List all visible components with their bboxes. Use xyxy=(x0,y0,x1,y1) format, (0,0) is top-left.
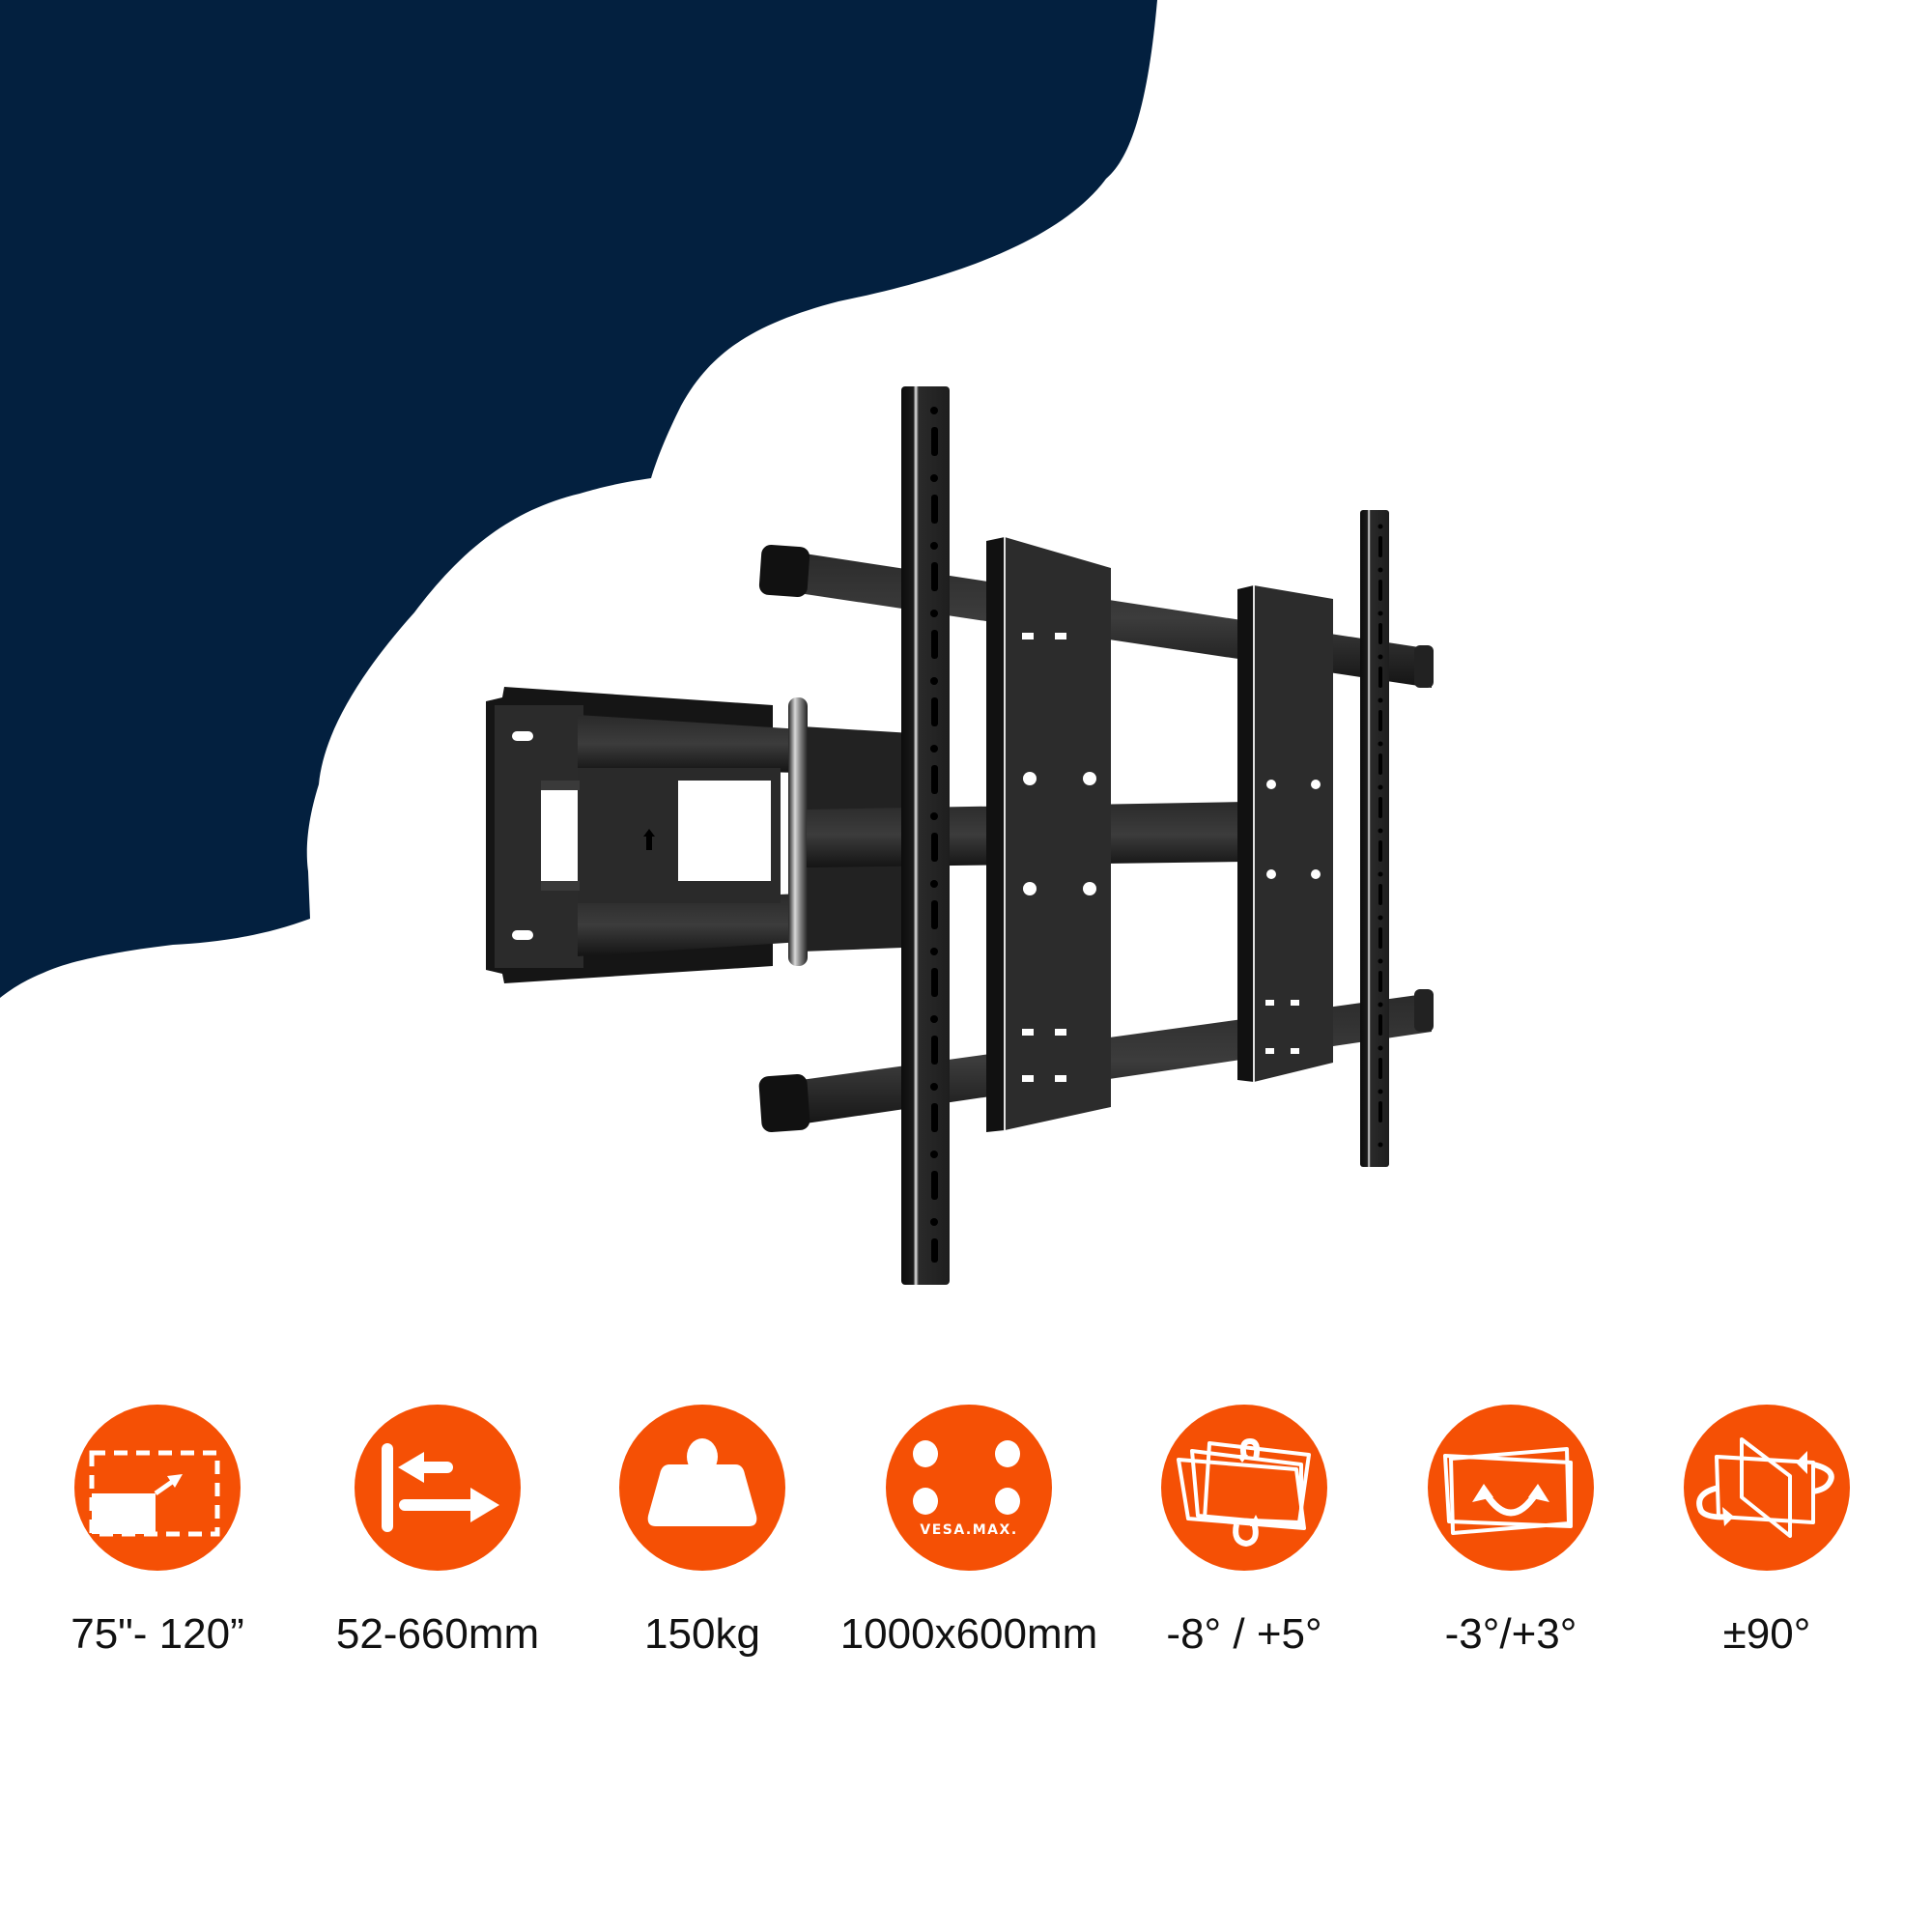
elbow-pivot xyxy=(788,697,808,966)
right-vertical-rail xyxy=(1360,510,1389,1167)
left-vertical-rail xyxy=(901,386,950,1285)
left-vesa-plate xyxy=(986,537,1111,1132)
screen-size-label: 75"- 120” xyxy=(71,1610,244,1658)
vesa-icon: VESA.MAX. xyxy=(886,1405,1052,1571)
weight-capacity-label: 150kg xyxy=(644,1610,760,1658)
weight-icon xyxy=(619,1405,785,1571)
feature-level-adjust: -3°/+3° xyxy=(1366,1405,1656,1660)
feature-wall-distance: 52-660mm xyxy=(293,1405,582,1660)
swivel-icon xyxy=(1684,1405,1850,1571)
inner-arm xyxy=(541,715,927,956)
vesa-icon-text: VESA.MAX. xyxy=(920,1522,1018,1538)
feature-screen-size: 75"- 120” xyxy=(13,1405,302,1660)
vesa-label: 1000x600mm xyxy=(839,1610,1098,1658)
feature-swivel: ±90° xyxy=(1622,1405,1912,1660)
feature-weight-capacity: 150kg xyxy=(557,1405,847,1660)
feature-tilt: -8° / +5° xyxy=(1099,1405,1389,1660)
tilt-label: -8° / +5° xyxy=(1166,1610,1322,1658)
wall-distance-label: 52-660mm xyxy=(335,1610,540,1658)
screen-size-icon xyxy=(74,1405,241,1571)
feature-vesa: VESA.MAX. 1000x600mm xyxy=(824,1405,1114,1660)
wall-distance-icon xyxy=(355,1405,521,1571)
tilt-icon xyxy=(1161,1405,1327,1571)
level-adjust-icon xyxy=(1428,1405,1594,1571)
swivel-label: ±90° xyxy=(1722,1610,1811,1658)
level-adjust-label: -3°/+3° xyxy=(1444,1610,1577,1658)
right-vesa-plate xyxy=(1237,585,1333,1082)
